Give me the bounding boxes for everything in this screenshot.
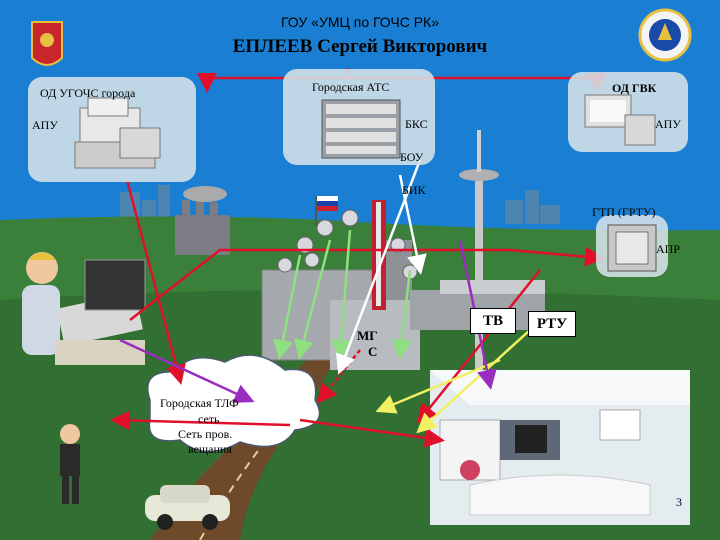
org-title: ГОУ «УМЦ по ГОЧС РК»: [281, 14, 439, 30]
rtu-building: [410, 280, 545, 330]
rk-coat-of-arms-icon: [31, 21, 63, 66]
emercom-emblem-icon: [638, 8, 692, 62]
ats-rack: [321, 99, 401, 159]
cloud-text-line2: сеть: [198, 412, 220, 426]
label-mg-2: С: [368, 344, 378, 359]
gtp-cabinet: [607, 224, 657, 272]
tv-box: ТВ: [470, 308, 516, 334]
factory: [175, 186, 230, 255]
cloud-text-line1: Городская ТЛФ: [160, 396, 239, 410]
label-apu-right: АПУ: [655, 117, 681, 131]
label-city-ats: Городская АТС: [312, 80, 390, 94]
operator-figure: [22, 252, 146, 365]
pedestrian-figure: [60, 424, 80, 504]
label-bik: БИК: [402, 183, 426, 197]
car: [145, 485, 230, 530]
page-number: 3: [676, 495, 682, 509]
label-bou: БОУ: [400, 150, 424, 164]
city-network-cloud: [147, 354, 321, 453]
label-apu-left: АПУ: [32, 118, 58, 132]
label-od-gvk: ОД ГВК: [612, 81, 657, 95]
label-gtp: ГТП (ГРТУ): [592, 205, 656, 219]
satellite-dishes: [277, 209, 418, 280]
label-apr: АПР: [656, 242, 681, 256]
tv-tower: [459, 130, 499, 370]
workstation-right: [584, 94, 656, 146]
connection-arrows: [110, 68, 607, 448]
label-bks: БКС: [405, 117, 428, 131]
russia-flag-icon: [315, 196, 338, 226]
cloud-text-line3: Сеть пров.: [178, 427, 233, 441]
cloud-text-line4: вещания: [188, 442, 232, 456]
author-name: ЕПЛЕЕВ Сергей Викторович: [232, 36, 488, 57]
workstation-left: [74, 97, 161, 169]
rtu-box: РТУ: [528, 311, 576, 337]
label-mg: МГ: [357, 328, 378, 343]
label-od-ugochs: ОД УГОЧС города: [40, 86, 136, 100]
